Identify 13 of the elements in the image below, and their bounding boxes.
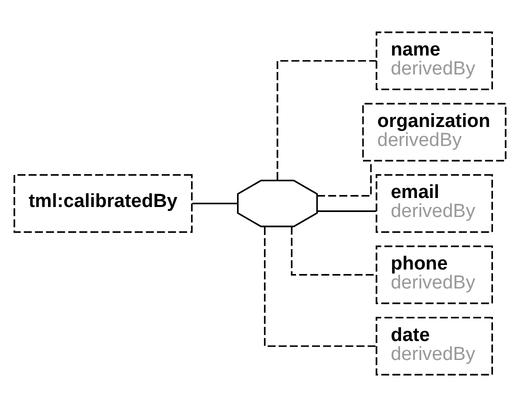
- node-box: date derivedBy: [376, 316, 493, 376]
- node-box: phone derivedBy: [376, 246, 493, 304]
- connector: [317, 161, 372, 197]
- connector: [317, 210, 376, 212]
- node-box: tml:calibratedBy: [14, 174, 193, 233]
- connector: [264, 227, 376, 347]
- node-box: name derivedBy: [376, 32, 493, 90]
- node-box: organization derivedBy: [362, 102, 506, 162]
- node-box: email derivedBy: [376, 174, 493, 233]
- connector: [192, 202, 238, 204]
- node-octagon: [237, 180, 318, 228]
- connector: [276, 60, 376, 180]
- connector: [290, 226, 376, 276]
